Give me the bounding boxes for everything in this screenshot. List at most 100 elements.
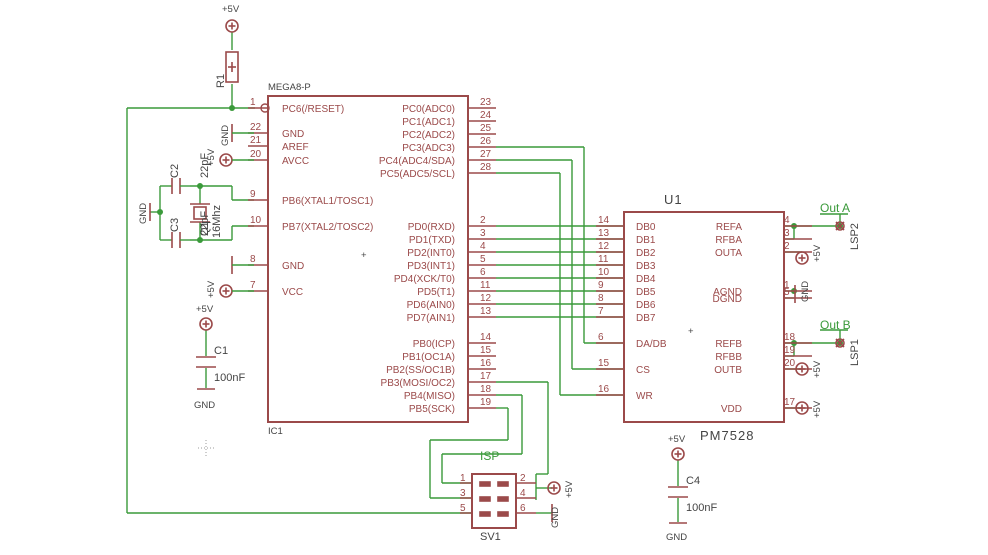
vcc-outa: +5V — [795, 244, 823, 265]
ic1-right-pin-label: PB2(SS/OC1B) — [386, 365, 455, 376]
q1-value: 16Mhz — [211, 205, 223, 238]
ic1-left-pin-number: 8 — [250, 254, 256, 265]
u1-left-pin-label: CS — [636, 365, 650, 376]
svg-text:+: + — [361, 250, 367, 261]
u1-right-pin-label: AGND — [713, 287, 742, 298]
ic1-left-pin-label: PB7(XTAL2/TOSC2) — [282, 222, 373, 233]
u1-left-pin-label: DB2 — [636, 248, 656, 259]
c4-capacitor[interactable]: C4 100nF — [668, 475, 717, 514]
ic1-right-pin-number: 13 — [480, 306, 492, 317]
u1-right-pin-number: 20 — [784, 358, 796, 369]
u1-right-pin-number: 3 — [784, 228, 790, 239]
ic1-right-pin-number: 12 — [480, 293, 492, 304]
u1-right-pin-number: 17 — [784, 397, 796, 408]
svg-text:+5V: +5V — [564, 480, 575, 498]
ic1-left-pin-number: 22 — [250, 122, 262, 133]
ic1-value: MEGA8-P — [268, 82, 311, 93]
u1-left-pin-number: 10 — [598, 267, 610, 278]
svg-text:+5V: +5V — [206, 148, 217, 166]
svg-text:+5V: +5V — [206, 280, 217, 298]
u1-left-pins: 14DB013DB112DB211DB310DB49DB58DB67DB76DA… — [596, 215, 667, 402]
gnd-c1: GND — [194, 388, 215, 411]
c3-capacitor[interactable]: C3 22pF — [169, 211, 211, 248]
u1-right-pin-number: 1 — [784, 280, 790, 291]
ic1-left-pins: 1PC6(/RESET)22GND21AREF20AVCC9PB6(XTAL1/… — [248, 97, 373, 298]
u1-right-pin-number: 4 — [784, 215, 790, 226]
sv1-pin-6: 6 — [520, 503, 526, 514]
u1-right-pin-number: 2 — [784, 241, 790, 252]
c1-capacitor[interactable]: C1 100nF — [196, 345, 245, 384]
ic1-right-pin-number: 25 — [480, 123, 492, 134]
sv1-connector[interactable]: 1 2 3 4 5 6 ISP SV1 — [460, 449, 536, 543]
sv1-pin-4: 4 — [520, 488, 526, 499]
svg-text:GND: GND — [550, 507, 561, 528]
u1-right-pin-label: DGND — [713, 294, 742, 305]
c1-value: 100nF — [214, 372, 245, 384]
sv1-pin-pads — [479, 481, 509, 517]
ic1-right-pin-number: 15 — [480, 345, 492, 356]
svg-text:GND: GND — [220, 125, 231, 146]
gnd-ic1-8 — [231, 256, 254, 274]
u1-value: PM7528 — [700, 428, 754, 443]
out-a-connector[interactable]: Out A LSP2 — [820, 201, 861, 250]
c4-value: 100nF — [686, 502, 717, 514]
ic1-right-pin-label: PC1(ADC1) — [402, 117, 455, 128]
ic1-component[interactable]: MEGA8-P IC1 + 1PC6(/RESET)22GND21AREF20A… — [248, 82, 496, 437]
u1-left-pin-label: DB5 — [636, 287, 656, 298]
svg-text:+5V: +5V — [668, 434, 686, 445]
u1-left-pin-label: DB7 — [636, 313, 656, 324]
ic1-right-pin-label: PD4(XCK/T0) — [394, 274, 455, 285]
ic1-right-pin-label: PC5(ADC5/SCL) — [380, 169, 455, 180]
ic1-right-pin-label: PD0(RXD) — [408, 222, 455, 233]
q1-crystal[interactable]: 16Mhz Q1 — [190, 203, 223, 238]
out-a-label: Out A — [820, 201, 850, 215]
svg-text:GND: GND — [138, 203, 149, 224]
r1-resistor[interactable]: R1 — [215, 51, 239, 88]
svg-text:+5V: +5V — [196, 304, 214, 315]
sv1-name: SV1 — [480, 531, 501, 543]
u1-right-pin-label: REFA — [716, 222, 742, 233]
sv1-pin-5: 5 — [460, 503, 466, 514]
ic1-left-pin-label: PB6(XTAL1/TOSC1) — [282, 196, 373, 207]
ic1-left-pin-label: AVCC — [282, 156, 309, 167]
u1-right-pin-label: OUTB — [714, 365, 742, 376]
u1-right-pin-number: 5 — [784, 287, 790, 298]
ic1-right-pin-number: 18 — [480, 384, 492, 395]
ic1-right-pin-number: 3 — [480, 228, 486, 239]
u1-left-pin-number: 6 — [598, 332, 604, 343]
ic1-right-pin-number: 6 — [480, 267, 486, 278]
gnd-u1: GND — [794, 281, 811, 303]
u1-name: U1 — [664, 192, 683, 207]
u1-component[interactable]: U1 PM7528 + 14DB013DB112DB211DB310DB49DB… — [596, 192, 812, 443]
ic1-left-pin-label: AREF — [282, 142, 309, 153]
u1-left-pin-label: DB3 — [636, 261, 656, 272]
ic1-right-pin-label: PC4(ADC4/SDA) — [379, 156, 455, 167]
ic1-right-pin-label: PB1(OC1A) — [402, 352, 455, 363]
u1-right-pin-label: OUTA — [715, 248, 742, 259]
u1-right-pin-label: RFBB — [715, 352, 742, 363]
ic1-left-pin-label: VCC — [282, 287, 303, 298]
ic1-right-pin-label: PD6(AIN0) — [407, 300, 455, 311]
ic1-right-pin-label: PD7(AIN1) — [407, 313, 455, 324]
gnd-isp: GND — [550, 504, 561, 528]
u1-left-pin-number: 15 — [598, 358, 610, 369]
svg-text:+: + — [688, 326, 694, 337]
sv1-pin-2: 2 — [520, 473, 526, 484]
u1-right-pin-label: RFBA — [715, 235, 742, 246]
ic1-left-pin-number: 7 — [250, 280, 256, 291]
ic1-right-pin-number: 26 — [480, 136, 492, 147]
vcc-r1: +5V — [222, 4, 240, 33]
u1-left-pin-number: 8 — [598, 293, 604, 304]
svg-text:GND: GND — [194, 400, 215, 411]
ic1-right-pin-number: 19 — [480, 397, 492, 408]
u1-right-pin-number: 18 — [784, 332, 796, 343]
svg-text:GND: GND — [800, 281, 811, 302]
c2-capacitor[interactable]: C2 22pF — [169, 153, 211, 194]
ic1-left-pin-number: 1 — [250, 97, 256, 108]
vcc-avcc: +5V — [206, 148, 254, 167]
ic1-right-pin-number: 24 — [480, 110, 492, 121]
ic1-right-pin-label: PB3(MOSI/OC2) — [381, 378, 455, 389]
u1-left-pin-number: 7 — [598, 306, 604, 317]
out-b-connector[interactable]: Out B LSP1 — [820, 318, 861, 366]
